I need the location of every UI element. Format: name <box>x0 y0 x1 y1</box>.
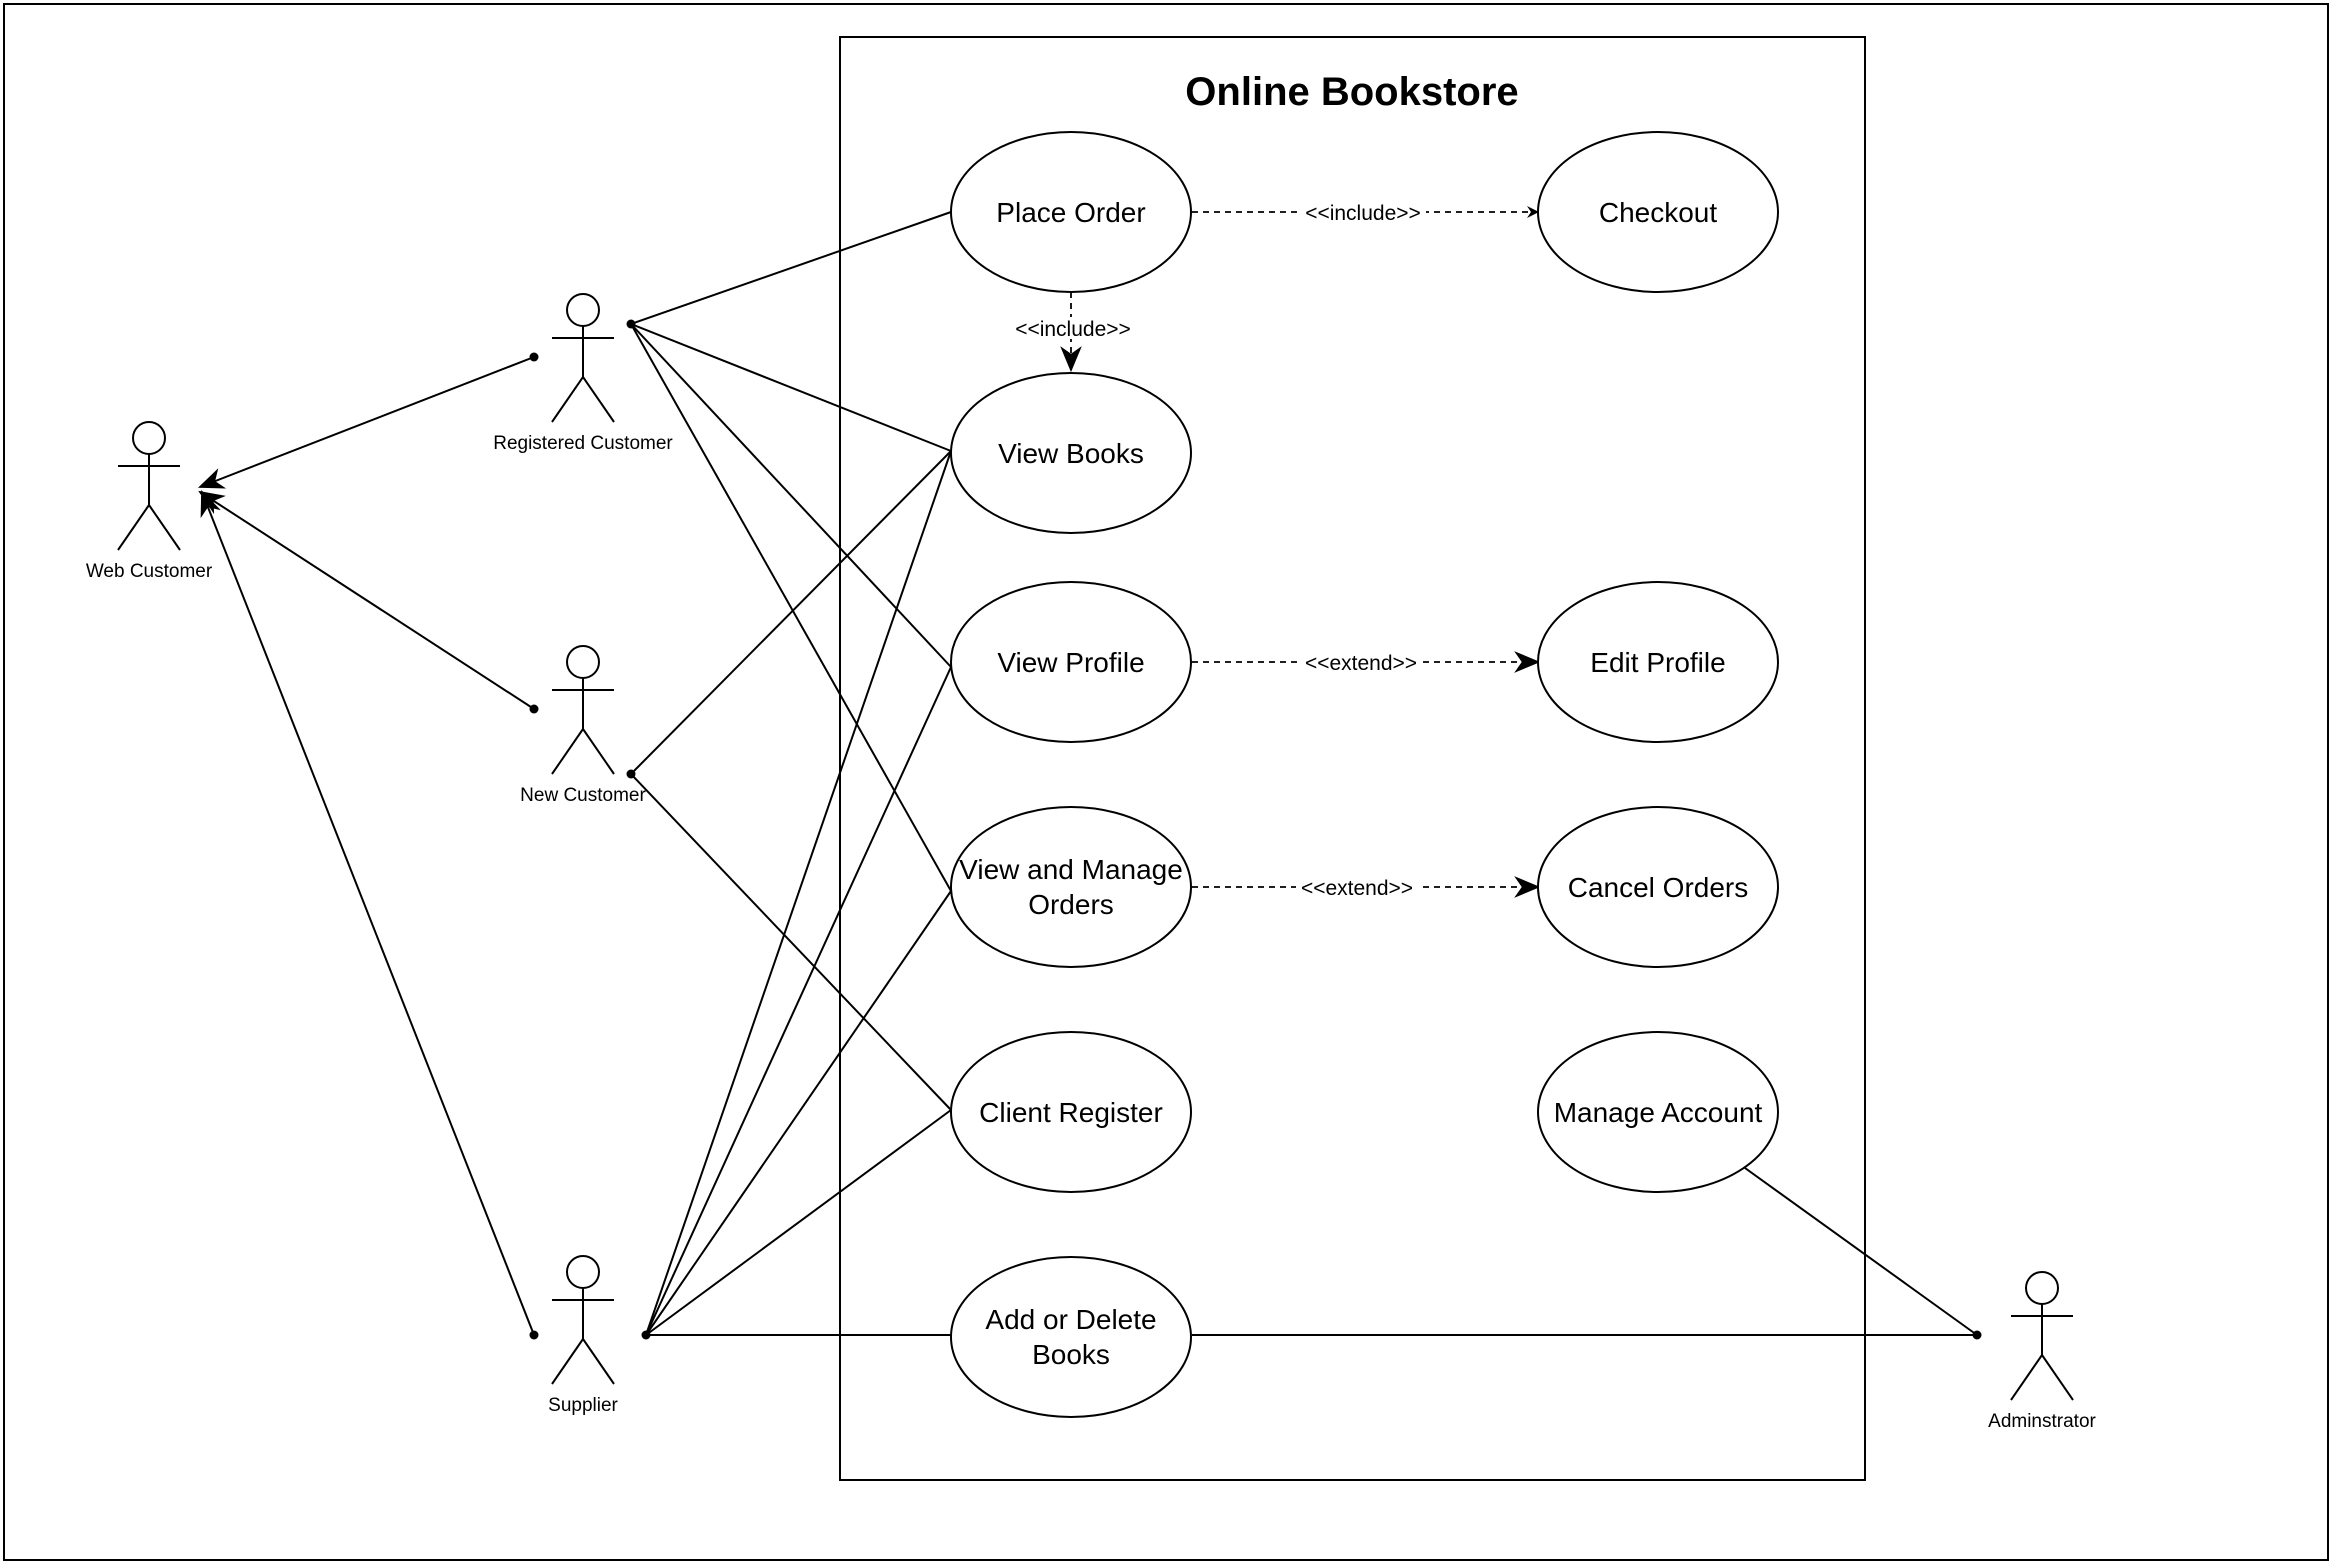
page-frame <box>3 3 2329 1561</box>
assoc-supplier-view-profile <box>645 666 952 1336</box>
use-case-edit-profile[interactable]: Edit Profile <box>1537 581 1779 743</box>
actor-supplier[interactable] <box>551 1255 615 1385</box>
actor-head <box>566 1255 600 1289</box>
actor-label-web-customer: Web Customer <box>86 561 213 582</box>
assoc-new-client-register <box>630 773 952 1111</box>
assoc-registered-view-books <box>630 323 952 452</box>
use-case-manage-account[interactable]: Manage Account <box>1537 1031 1779 1193</box>
actor-head <box>2025 1271 2059 1305</box>
actor-web-customer[interactable] <box>117 421 181 551</box>
use-case-label: Add or Delete <box>985 1304 1156 1335</box>
actor-head <box>566 645 600 679</box>
generalization-lines <box>197 356 535 1336</box>
assoc-new-view-books <box>630 450 952 775</box>
gen-supplier-web <box>200 489 535 1336</box>
use-case-view-profile[interactable]: View Profile <box>950 581 1192 743</box>
use-case-checkout[interactable]: Checkout <box>1537 131 1779 293</box>
assoc-registered-place-order <box>630 211 952 325</box>
gen-registered-web <box>197 356 535 489</box>
stereotype-labels: <<include>> <<include>> <<extend>> <<ext… <box>1010 201 1426 900</box>
system-title: Online Bookstore <box>1185 70 1518 114</box>
actor-label-new-customer: New Customer <box>520 785 646 806</box>
actor-label-registered-customer: Registered Customer <box>493 433 673 454</box>
actor-administrator[interactable] <box>2010 1271 2074 1401</box>
use-case-label: Books <box>1032 1339 1110 1370</box>
assoc-registered-view-profile <box>630 323 952 668</box>
gen-new-web <box>198 490 535 710</box>
assoc-admin-manage-account <box>1744 1167 1978 1336</box>
actor-registered-customer[interactable] <box>551 293 615 423</box>
use-case-label: View and Manage <box>959 854 1183 885</box>
use-case-view-manage-orders[interactable]: View and Manage Orders <box>950 806 1192 968</box>
extend-label-edit-profile: <<extend>> <box>1305 652 1417 675</box>
use-case-place-order[interactable]: Place Order <box>950 131 1192 293</box>
assoc-supplier-view-manage-orders <box>645 890 952 1336</box>
use-case-label: View Profile <box>997 647 1144 678</box>
assoc-supplier-client-register <box>645 1109 952 1336</box>
use-case-label: Client Register <box>979 1097 1163 1128</box>
use-case-client-register[interactable]: Client Register <box>950 1031 1192 1193</box>
use-case-label: Orders <box>1028 889 1114 920</box>
extend-label-cancel-orders: <<extend>> <box>1301 877 1413 900</box>
assoc-registered-view-manage-orders <box>630 323 952 892</box>
use-case-label: Cancel Orders <box>1568 872 1749 903</box>
use-case-add-delete-books[interactable]: Add or Delete Books <box>950 1256 1192 1418</box>
include-label-checkout: <<include>> <box>1305 202 1421 225</box>
use-case-label: Manage Account <box>1554 1097 1763 1128</box>
system-boundary <box>839 36 1866 1481</box>
association-lines <box>630 211 1978 1336</box>
endpoint-dots <box>529 319 1982 1340</box>
use-case-label: Edit Profile <box>1590 647 1725 678</box>
actor-head <box>132 421 166 455</box>
actor-new-customer[interactable] <box>551 645 615 775</box>
include-label-view-books: <<include>> <box>1015 318 1131 341</box>
use-case-label: View Books <box>998 438 1144 469</box>
use-case-view-books[interactable]: View Books <box>950 372 1192 534</box>
assoc-supplier-view-books <box>645 450 952 1336</box>
actor-label-administrator: Adminstrator <box>1988 1411 2096 1432</box>
use-case-label: Checkout <box>1599 197 1718 228</box>
dependency-lines <box>1060 206 1541 898</box>
use-case-cancel-orders[interactable]: Cancel Orders <box>1537 806 1779 968</box>
actor-label-supplier: Supplier <box>548 1395 618 1416</box>
use-case-label: Place Order <box>996 197 1145 228</box>
actor-head <box>566 293 600 327</box>
